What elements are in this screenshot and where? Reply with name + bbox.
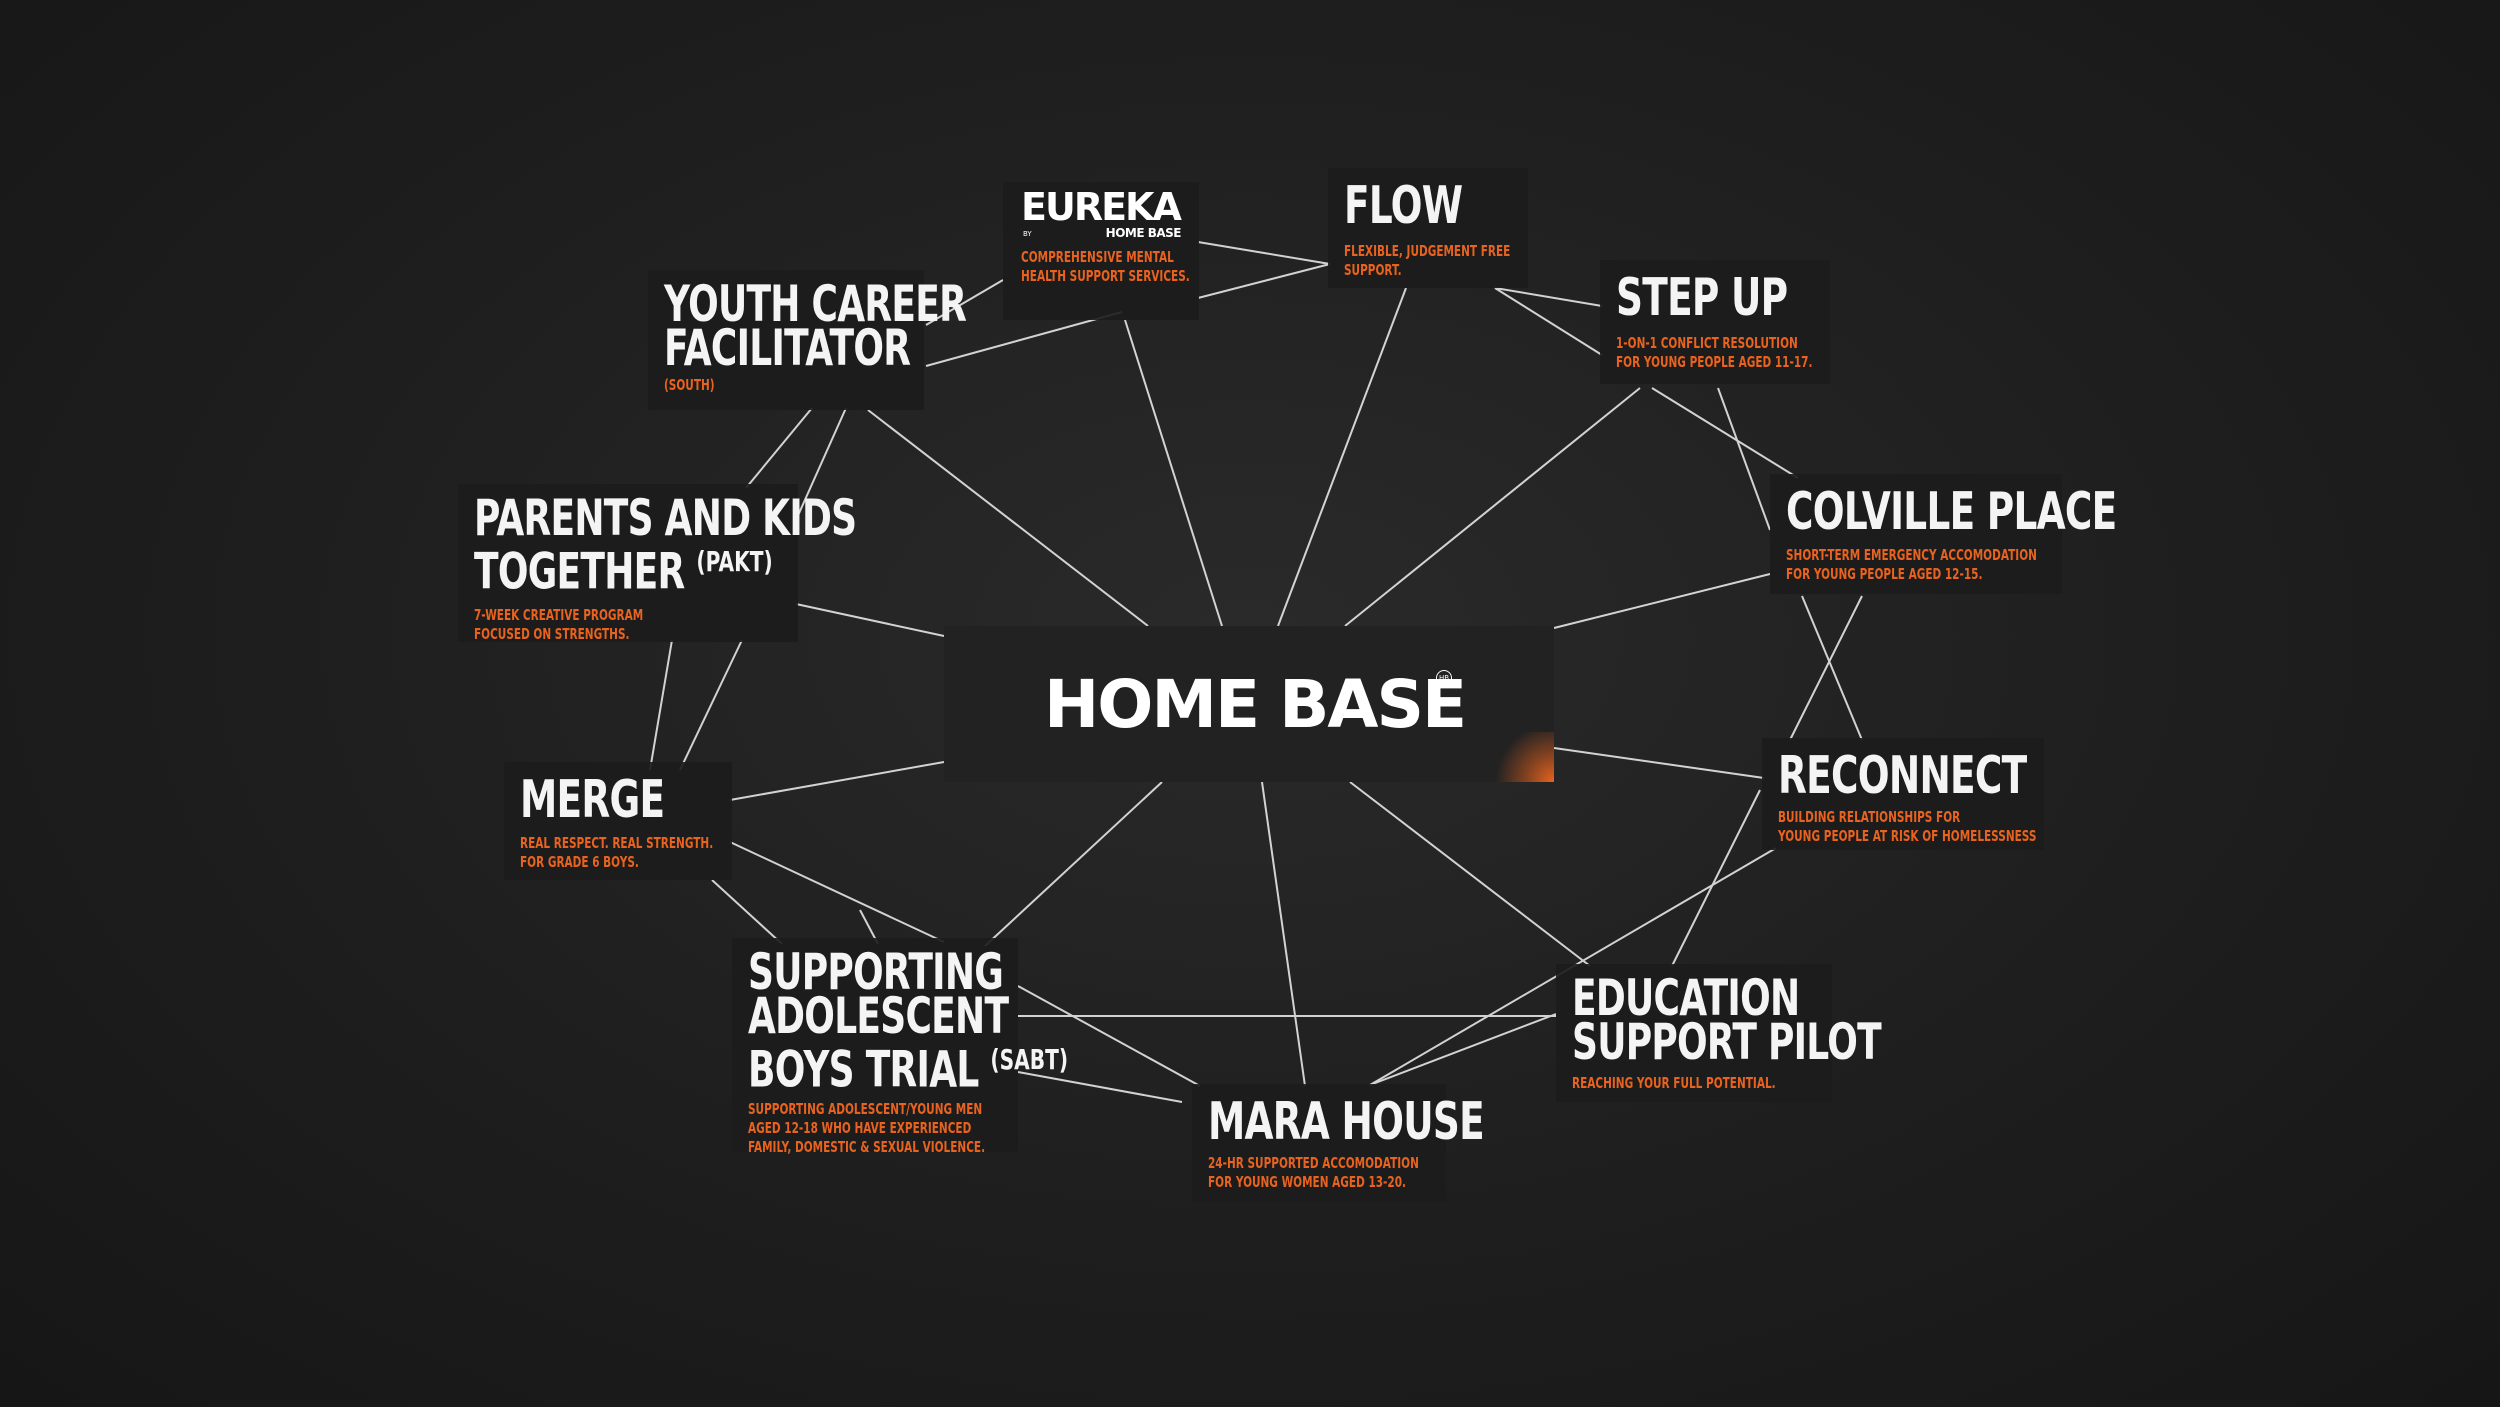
line-hub-merge xyxy=(729,761,945,801)
line-eureka-flow-2 xyxy=(1197,263,1331,299)
line-stepup-colville-1 xyxy=(1651,387,1799,479)
line-hub-mara xyxy=(1261,781,1306,1087)
eureka-brand: HOME BASE xyxy=(1105,226,1182,240)
line-hub-pakt xyxy=(795,603,945,637)
line-hub-education xyxy=(1349,781,1591,967)
hub-title: HOME BASE xyxy=(1044,666,1467,743)
line-stepup-colville-2 xyxy=(1717,387,1771,531)
line-reconnect-education xyxy=(1671,789,1761,967)
pakt-title-2-row: TOGETHER (PAKT) xyxy=(474,540,773,597)
reconnect-desc-2: YOUNG PEOPLE AT RISK OF HOMELESSNESS xyxy=(1778,827,2037,845)
node-mara-house: MARA HOUSE 24-HR SUPPORTED ACCOMODATION … xyxy=(1192,1084,1485,1202)
colville-title: COLVILLE PLACE xyxy=(1786,482,2117,542)
line-pakt-merge-1 xyxy=(649,639,673,771)
line-education-mara xyxy=(1369,1013,1557,1086)
node-parents-and-kids-together: PARENTS AND KIDS TOGETHER (PAKT) 7-WEEK … xyxy=(458,484,857,643)
step-up-title: STEP UP xyxy=(1616,268,1788,328)
line-pakt-merge-2 xyxy=(679,639,743,771)
youth-career-desc-1: (SOUTH) xyxy=(664,376,715,394)
line-eureka-flow-1 xyxy=(1197,241,1331,265)
eureka-by: BY xyxy=(1023,230,1032,238)
flow-desc-2: SUPPORT. xyxy=(1344,261,1402,279)
flow-desc-1: FLEXIBLE, JUDGEMENT FREE xyxy=(1344,242,1511,260)
line-flow-stepup-2 xyxy=(1494,287,1603,356)
node-education-support-pilot: EDUCATION SUPPORT PILOT REACHING YOUR FU… xyxy=(1556,964,1882,1102)
sabt-desc-2: AGED 12-18 WHO HAVE EXPERIENCED xyxy=(748,1118,972,1137)
node-supporting-adolescent-boys-trial: SUPPORTING ADOLESCENT BOYS TRIAL (SABT) … xyxy=(732,938,1068,1156)
mara-desc-2: FOR YOUNG WOMEN AGED 13-20. xyxy=(1208,1173,1407,1191)
sabt-title-3: BOYS TRIAL xyxy=(748,1040,979,1099)
home-base-hub: HOME BASE HB xyxy=(944,626,1554,782)
reconnect-desc-1: BUILDING RELATIONSHIPS FOR xyxy=(1778,808,1961,826)
node-youth-career-facilitator: YOUTH CAREER FACILITATOR (SOUTH) xyxy=(648,270,967,410)
node-colville-place: COLVILLE PLACE SHORT-TERM EMERGENCY ACCO… xyxy=(1770,474,2117,594)
line-merge-sabt-2 xyxy=(729,841,945,943)
node-flow: FLOW FLEXIBLE, JUDGEMENT FREE SUPPORT. xyxy=(1328,168,1528,288)
line-sabt-mara-1 xyxy=(1017,985,1201,1087)
eureka-logo: EUREKA xyxy=(1021,185,1182,229)
line-merge-sabt-1 xyxy=(711,879,783,945)
node-eureka: EUREKA BY HOME BASE COMPREHENSIVE MENTAL… xyxy=(1003,182,1199,320)
sabt-desc-1: SUPPORTING ADOLESCENT/YOUNG MEN xyxy=(748,1099,983,1118)
eureka-logo-sub: BY HOME BASE xyxy=(1021,226,1182,240)
line-colville-reconnect-2 xyxy=(1789,595,1863,741)
line-hub-reconnect xyxy=(1553,747,1765,779)
step-up-desc-2: FOR YOUNG PEOPLE AGED 11-17. xyxy=(1616,353,1813,371)
mara-desc-1: 24-HR SUPPORTED ACCOMODATION xyxy=(1208,1154,1419,1172)
node-reconnect: RECONNECT BUILDING RELATIONSHIPS FOR YOU… xyxy=(1762,738,2044,850)
merge-desc-2: FOR GRADE 6 BOYS. xyxy=(520,853,639,871)
flow-title: FLOW xyxy=(1344,176,1463,236)
colville-desc-1: SHORT-TERM EMERGENCY ACCOMODATION xyxy=(1786,546,2037,564)
pakt-desc-1: 7-WEEK CREATIVE PROGRAM xyxy=(474,605,644,624)
line-colville-reconnect-1 xyxy=(1801,595,1863,741)
sabt-suffix: (SABT) xyxy=(990,1043,1069,1076)
line-youth-pakt-1 xyxy=(745,407,813,489)
node-step-up: STEP UP 1-ON-1 CONFLICT RESOLUTION FOR Y… xyxy=(1600,260,1830,384)
line-hub-eureka xyxy=(1124,319,1223,627)
line-hub-flow xyxy=(1277,287,1407,627)
line-hub-youth-career xyxy=(867,409,1149,627)
education-desc-1: REACHING YOUR FULL POTENTIAL. xyxy=(1572,1074,1776,1092)
education-title-2: SUPPORT PILOT xyxy=(1572,1013,1882,1071)
pakt-suffix: (PAKT) xyxy=(696,545,773,578)
line-youth-eureka-2 xyxy=(925,311,1123,367)
pakt-title-2: TOGETHER xyxy=(474,542,685,601)
eureka-desc-2: HEALTH SUPPORT SERVICES. xyxy=(1021,267,1190,285)
line-youth-pakt-2 xyxy=(795,407,847,521)
eureka-desc-1: COMPREHENSIVE MENTAL xyxy=(1021,248,1174,266)
colville-desc-2: FOR YOUNG PEOPLE AGED 12-15. xyxy=(1786,565,1983,583)
registered-mark-icon: HB xyxy=(1436,670,1452,686)
line-youth-eureka-1 xyxy=(925,279,1004,326)
sabt-title-3-row: BOYS TRIAL (SABT) xyxy=(748,1038,1068,1095)
youth-career-title-1: YOUTH CAREER xyxy=(664,275,967,333)
merge-title: MERGE xyxy=(520,770,665,830)
sabt-title-2: ADOLESCENT xyxy=(748,987,1009,1045)
merge-desc-1: REAL RESPECT. REAL STRENGTH. xyxy=(520,834,714,852)
line-hub-stepup xyxy=(1344,387,1641,627)
reconnect-title: RECONNECT xyxy=(1778,746,2027,806)
youth-career-title-2: FACILITATOR xyxy=(664,319,911,377)
line-sabt-mara-2 xyxy=(1017,1071,1183,1103)
orange-glow xyxy=(1494,732,1554,782)
step-up-desc-1: 1-ON-1 CONFLICT RESOLUTION xyxy=(1616,334,1798,352)
line-hub-sabt xyxy=(984,781,1163,947)
mara-title: MARA HOUSE xyxy=(1208,1092,1485,1152)
line-flow-stepup-1 xyxy=(1494,287,1603,307)
pakt-desc-2: FOCUSED ON STRENGTHS. xyxy=(474,624,630,643)
line-hub-colville xyxy=(1553,573,1771,629)
sabt-desc-3: FAMILY, DOMESTIC & SEXUAL VIOLENCE. xyxy=(748,1137,986,1156)
pakt-title-1: PARENTS AND KIDS xyxy=(474,489,857,547)
node-merge: MERGE REAL RESPECT. REAL STRENGTH. FOR G… xyxy=(504,762,732,880)
